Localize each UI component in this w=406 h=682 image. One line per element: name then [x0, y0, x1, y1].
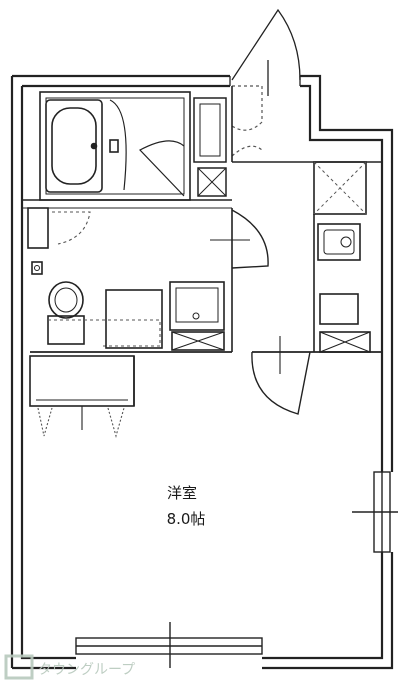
closet-door-swing-left — [37, 407, 53, 437]
washroom-door — [210, 208, 269, 352]
washer-box — [197, 167, 227, 197]
vanity-basin — [175, 287, 219, 323]
kitchen-cabinet-upper — [313, 161, 367, 215]
room-size-label: 8.0帖 — [167, 510, 206, 528]
bathtub-basin — [51, 107, 97, 185]
storage-shelf — [193, 97, 227, 197]
outer-walls — [10, 74, 394, 670]
storage-shelf-inner — [199, 103, 221, 157]
kitchen-stove — [319, 293, 359, 325]
toilet-closet-door-swing — [52, 211, 91, 245]
bathtub-drain-icon — [90, 142, 98, 150]
entrance-door-leaf — [231, 8, 301, 81]
room-door-leaf — [251, 351, 311, 415]
vanity-drain-icon — [192, 312, 200, 320]
toilet-paper-holder — [31, 261, 43, 275]
sink-drain-icon — [340, 236, 352, 248]
entrance-door — [229, 8, 301, 96]
right-window — [352, 471, 398, 553]
bathroom-door-swing — [109, 99, 127, 191]
storage-shelf-box — [193, 97, 227, 163]
toilet-room — [22, 199, 232, 351]
watermark-logo: タウングループ — [4, 654, 135, 680]
kitchen-sink — [317, 223, 361, 261]
kitchen — [232, 161, 382, 353]
shower-unit — [109, 139, 119, 153]
toilet-sink-dashed — [48, 319, 161, 347]
exterior-wall-inner-line — [20, 84, 384, 660]
toilet-closet — [27, 207, 49, 249]
watermark-text: タウングループ — [38, 662, 135, 678]
exterior-wall-outer-line — [10, 74, 394, 670]
bathtub — [45, 99, 103, 193]
shoe-closet — [231, 85, 263, 157]
room-name-label: 洋室 — [167, 484, 197, 502]
bottom-window — [75, 622, 263, 668]
closet-box — [29, 355, 135, 407]
bathroom — [39, 91, 191, 201]
bathroom-door-leaf — [139, 140, 185, 197]
toilet-tank — [47, 315, 85, 345]
washroom-door-leaf — [231, 209, 269, 269]
shoe-closet-door-swing — [231, 85, 263, 131]
bathroom-inner — [45, 97, 185, 195]
shoe-closet-door-swing-2 — [231, 145, 263, 157]
washing-machine-pan — [105, 289, 163, 349]
room-door — [30, 336, 382, 415]
closet — [29, 355, 135, 439]
watermark-logo-icon — [4, 654, 34, 680]
bathroom-walls — [39, 91, 191, 201]
vanity-lower-box — [171, 331, 225, 351]
toilet-bowl — [48, 281, 84, 319]
kitchen-sink-basin — [323, 229, 355, 255]
toilet-seat — [54, 287, 78, 313]
closet-door-swing-right — [107, 407, 125, 439]
vanity-unit — [169, 281, 225, 331]
